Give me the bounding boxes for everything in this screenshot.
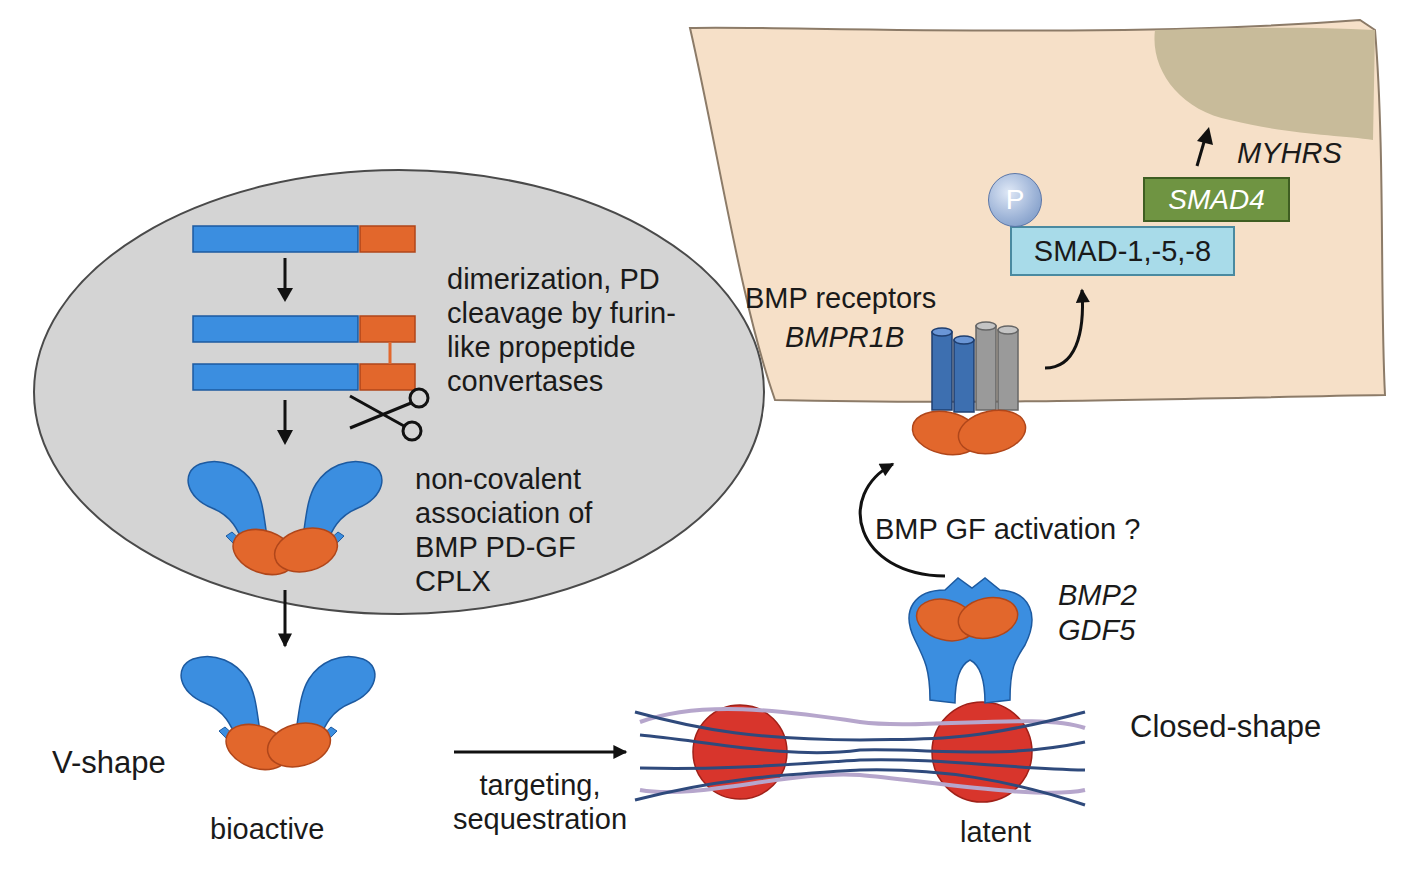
secretory-compartment: dimerization, PD cleavage by furin-like … <box>32 168 766 616</box>
protein-label: SMAD4 <box>1168 183 1264 217</box>
flow-arrow <box>1045 290 1083 368</box>
flow-arrow <box>454 751 626 754</box>
bioactive-complex: V-shape bioactive <box>40 648 450 852</box>
state-label: bioactive <box>210 812 324 846</box>
secretory-compartment-drawing <box>32 168 766 616</box>
shape-label: V-shape <box>52 746 166 780</box>
shape-label: Closed-shape <box>1130 710 1321 744</box>
phosphate-label: P <box>1006 183 1025 217</box>
gene-label: GDF5 <box>1058 613 1135 647</box>
process-note: dimerization, PD cleavage by furin-like … <box>447 262 709 398</box>
smad158-box: SMAD-1,-5,-8 <box>1010 226 1235 276</box>
receptor-complex: BMP receptorsBMPR1B <box>740 278 1040 462</box>
edge-label: BMP GF activation ? <box>875 512 1140 546</box>
process-note: non-covalent association of BMP PD-GF CP… <box>415 462 615 598</box>
gene-label: BMP2 <box>1058 578 1137 612</box>
gene-label: MYHRS <box>1237 136 1342 170</box>
gene-label: BMPR1B <box>785 320 904 354</box>
edge-label: targeting, sequestration <box>440 768 640 836</box>
phosphate-circle: P <box>988 173 1042 227</box>
flow-arrow <box>284 590 287 646</box>
smad4-box: SMAD4 <box>1143 177 1290 222</box>
protein-label: SMAD-1,-5,-8 <box>1034 234 1211 268</box>
latent-complex: BMP2GDF5 <box>630 572 1150 812</box>
receptor-label: BMP receptors <box>745 281 936 315</box>
state-label: latent <box>960 815 1031 849</box>
